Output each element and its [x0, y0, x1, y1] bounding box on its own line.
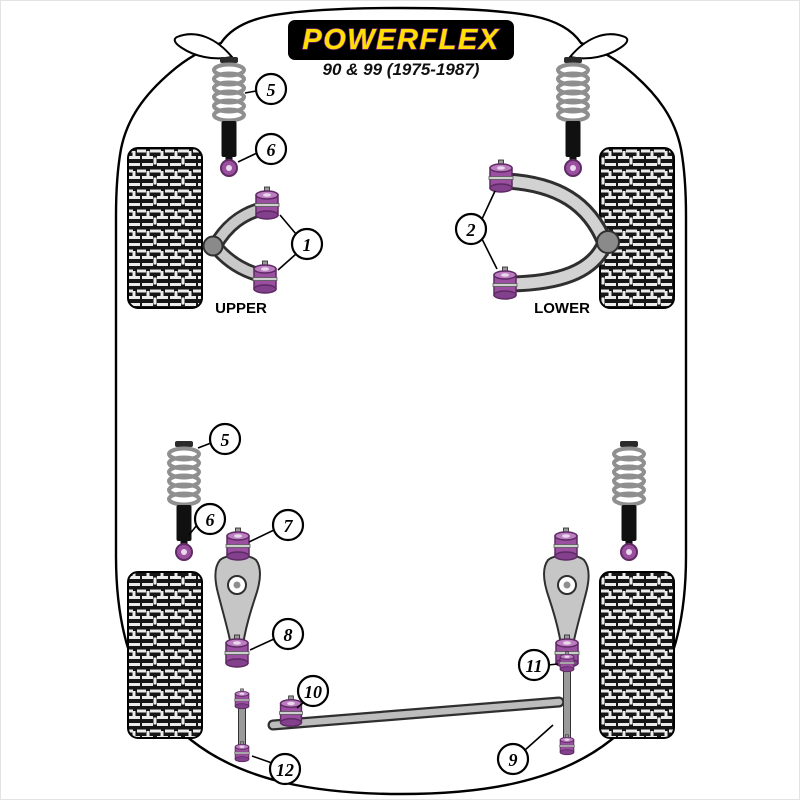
svg-text:6: 6	[206, 510, 215, 530]
callout-rear-arm-front-bush: 7	[248, 508, 305, 543]
ball-joint	[202, 235, 224, 257]
callout-front-shock-lower: 6	[237, 132, 288, 166]
callout-rear-shock-lower: 6	[188, 502, 227, 536]
front-left-wing	[173, 33, 234, 60]
link-lower-bushing	[234, 741, 250, 763]
callout-rear-arm-rear-bush: 8	[249, 617, 305, 651]
front-upper-wishbone	[202, 186, 280, 294]
anti-roll-bar-mount-bushing	[278, 695, 304, 728]
lower-arm-bushing	[488, 159, 514, 193]
svg-text:2: 2	[466, 220, 476, 240]
link-lower-bushing	[559, 734, 575, 756]
trailing-arm-front-bushing	[553, 527, 579, 561]
link-upper-bushing	[559, 651, 575, 673]
svg-text:12: 12	[276, 760, 294, 780]
callout-front-spring: 5	[244, 72, 288, 106]
link-upper-bushing	[234, 688, 250, 710]
brand-logo-background	[288, 20, 514, 60]
rear-left-trailing-arm	[214, 527, 261, 668]
callout-front-upper-arm-bushes: 1	[277, 214, 324, 271]
rear-right-trailing-arm	[543, 527, 590, 668]
front-left-tyre	[127, 147, 203, 309]
svg-text:1: 1	[303, 235, 312, 255]
rear-left-tyre	[127, 571, 203, 739]
callout-rear-bar-mount-bush: 10	[296, 674, 330, 709]
trailing-arm-front-bushing	[225, 527, 251, 561]
rear-right-drop-link	[559, 651, 575, 756]
svg-text:10: 10	[304, 682, 322, 702]
svg-text:8: 8	[284, 625, 293, 645]
rear-anti-roll-bar	[267, 695, 565, 731]
callout-rear-link-lower-bush: 12	[251, 752, 302, 786]
model-subtitle: 90 & 99 (1975-1987)	[323, 60, 480, 79]
trailing-arm-rear-bushing	[224, 634, 250, 668]
callout-rear-link-upper-bush: 11	[517, 648, 559, 682]
svg-text:5: 5	[267, 80, 276, 100]
ball-joint	[596, 230, 620, 254]
front-right-wing	[568, 33, 629, 60]
rear-right-tyre	[599, 571, 675, 739]
svg-text:6: 6	[267, 140, 276, 160]
svg-text:7: 7	[284, 516, 294, 536]
front-lower-wishbone	[488, 159, 620, 300]
callout-rear-spring: 5	[197, 422, 242, 456]
lower-arm-bushing	[492, 266, 518, 300]
svg-text:9: 9	[509, 750, 518, 770]
rear-left-drop-link	[234, 688, 250, 763]
callout-rear-bar-link-end: 9	[496, 724, 554, 776]
svg-text:5: 5	[221, 430, 230, 450]
svg-text:11: 11	[525, 656, 542, 676]
front-right-tyre	[599, 147, 675, 309]
upper-arm-bushing	[252, 260, 278, 294]
brand-logo-text: POWERFLEX	[302, 24, 499, 56]
lower-arm-label: LOWER	[534, 300, 590, 317]
upper-arm-label: UPPER	[215, 300, 267, 317]
upper-arm-bushing	[254, 186, 280, 220]
callout-front-lower-arm-bushes: 2	[454, 190, 498, 270]
brand-logo: POWERFLEX 90 & 99 (1975-1987)	[288, 20, 514, 79]
